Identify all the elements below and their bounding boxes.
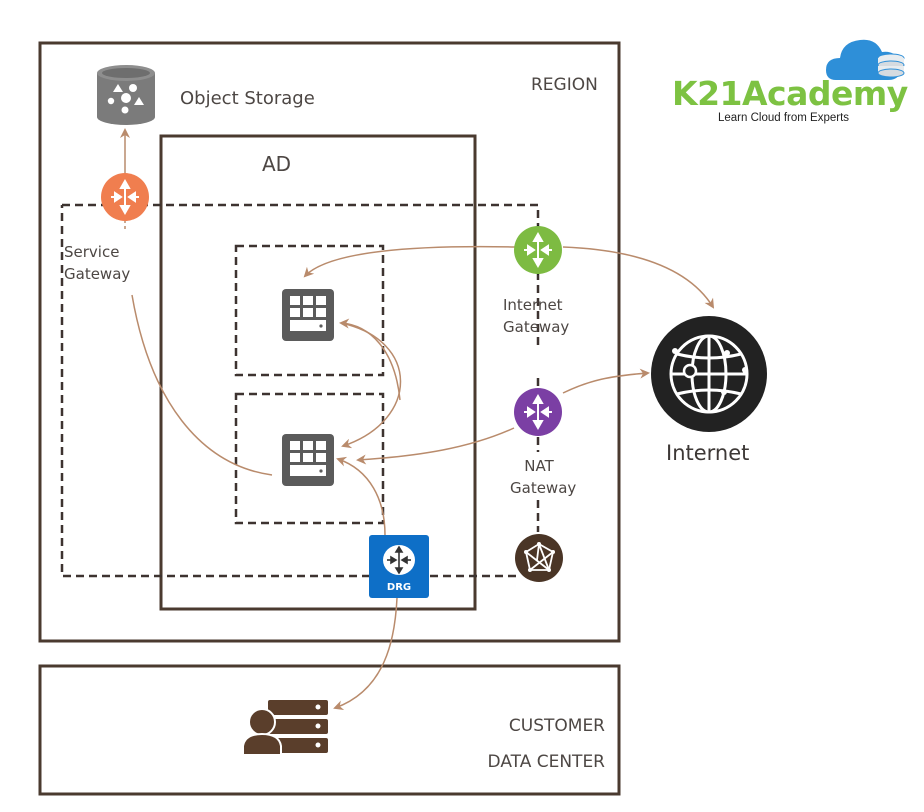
region-boundary (38, 41, 621, 643)
arrow-nat-to-internet (562, 368, 650, 394)
customer-data-center-label: CUSTOMER DATA CENTER (478, 708, 605, 780)
drg-icon (369, 535, 429, 598)
arrow-drg-to-subnet2 (336, 456, 386, 536)
nat-gateway-label-line2: Gateway (510, 479, 577, 497)
availability-domain-label: AD (262, 152, 292, 176)
arrow-igw-to-internet (562, 246, 715, 309)
nat-gateway-label-line1: NAT (524, 457, 554, 475)
nat-gateway-icon (514, 388, 562, 436)
object-storage-icon (97, 65, 155, 125)
subnet-1-boundary (234, 244, 385, 377)
customer-label-line2: DATA CENTER (487, 752, 605, 772)
internet-gateway-icon (514, 225, 562, 275)
vcn-boundary (60, 203, 540, 578)
customer-data-center-boundary (38, 664, 621, 796)
arrow-sgw-to-compute (131, 294, 273, 476)
drg-label: DRG (386, 582, 412, 593)
compute-instance-1-icon (282, 289, 334, 341)
internet-globe-icon (651, 316, 767, 432)
service-gateway-label-line2: Gateway (64, 265, 131, 283)
nat-gateway-label: NAT Gateway (510, 455, 577, 499)
arrow-nat-to-subnet2 (356, 427, 515, 465)
customer-datacenter-icon (242, 700, 328, 756)
arrow-compute-link (340, 322, 402, 449)
internet-gateway-label-line1: Internet (503, 296, 563, 314)
peering-gateway-icon (515, 534, 563, 582)
region-label: REGION (531, 75, 598, 95)
internet-label: Internet (666, 441, 750, 465)
internet-gateway-label: Internet Gateway (503, 294, 569, 338)
object-storage-label: Object Storage (180, 88, 315, 109)
arrow-igw-to-subnet1 (303, 245, 516, 278)
availability-domain-boundary (159, 134, 477, 611)
arrow-drg-to-customer (333, 597, 398, 710)
service-gateway-label-line1: Service (64, 243, 120, 261)
k21academy-tagline: Learn Cloud from Experts (718, 112, 850, 124)
compute-instance-2-icon (282, 434, 334, 486)
service-gateway-label: Service Gateway (64, 241, 130, 285)
customer-label-line1: CUSTOMER (508, 716, 605, 736)
service-gateway-icon (101, 173, 149, 221)
internet-gateway-label-line2: Gateway (503, 318, 570, 336)
k21academy-cloud-logo-icon (826, 39, 905, 80)
k21academy-logo-text: K21Academy (672, 74, 908, 113)
